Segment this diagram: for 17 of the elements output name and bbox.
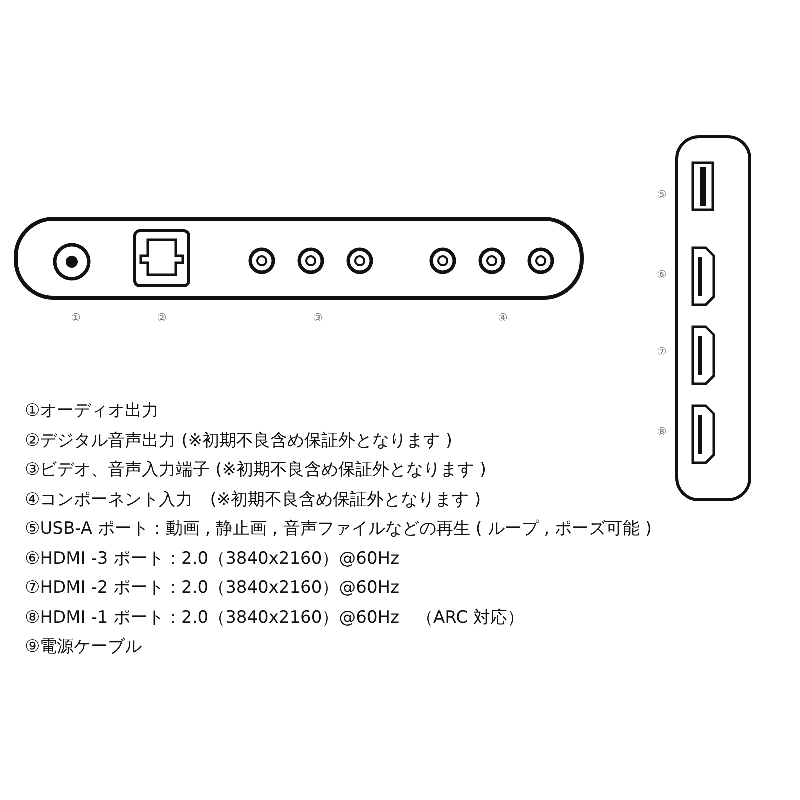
port-description: ⑥HDMI -3 ポート：2.0（3840x2160）@60Hz: [25, 548, 400, 569]
callout-number: ④: [498, 312, 508, 324]
port-description: ③ビデオ、音声入力端子 (※初期不良含め保証外となります ): [25, 460, 487, 480]
port-description: ④コンポーネント入力 (※初期不良含め保証外となります ): [25, 490, 482, 510]
port-description: ⑧HDMI -1 ポート：2.0（3840x2160）@60Hz （ARC 対応）: [25, 608, 524, 628]
port-description: ⑦HDMI -2 ポート：2.0（3840x2160）@60Hz: [25, 578, 400, 598]
port-description: ②デジタル音声出力 (※初期不良含め保証外となります ): [25, 430, 453, 451]
callout-number: ⑦: [657, 346, 667, 358]
callout-number: ⑥: [657, 270, 667, 280]
callout-number: ①: [71, 312, 81, 324]
callout-number: ②: [157, 312, 167, 324]
callout-number: ③: [313, 312, 323, 324]
port-description: ⑨電源ケーブル: [25, 637, 142, 658]
port-description: ⑤USB-A ポート：動画 , 静止画 , 音声ファイルなどの再生 ( ループ , ポーズ可能 ): [25, 519, 652, 540]
callout-number: ⑤: [657, 190, 667, 200]
callout-number: ⑧: [657, 426, 667, 438]
port-description: ①オーディオ出力: [25, 401, 160, 422]
